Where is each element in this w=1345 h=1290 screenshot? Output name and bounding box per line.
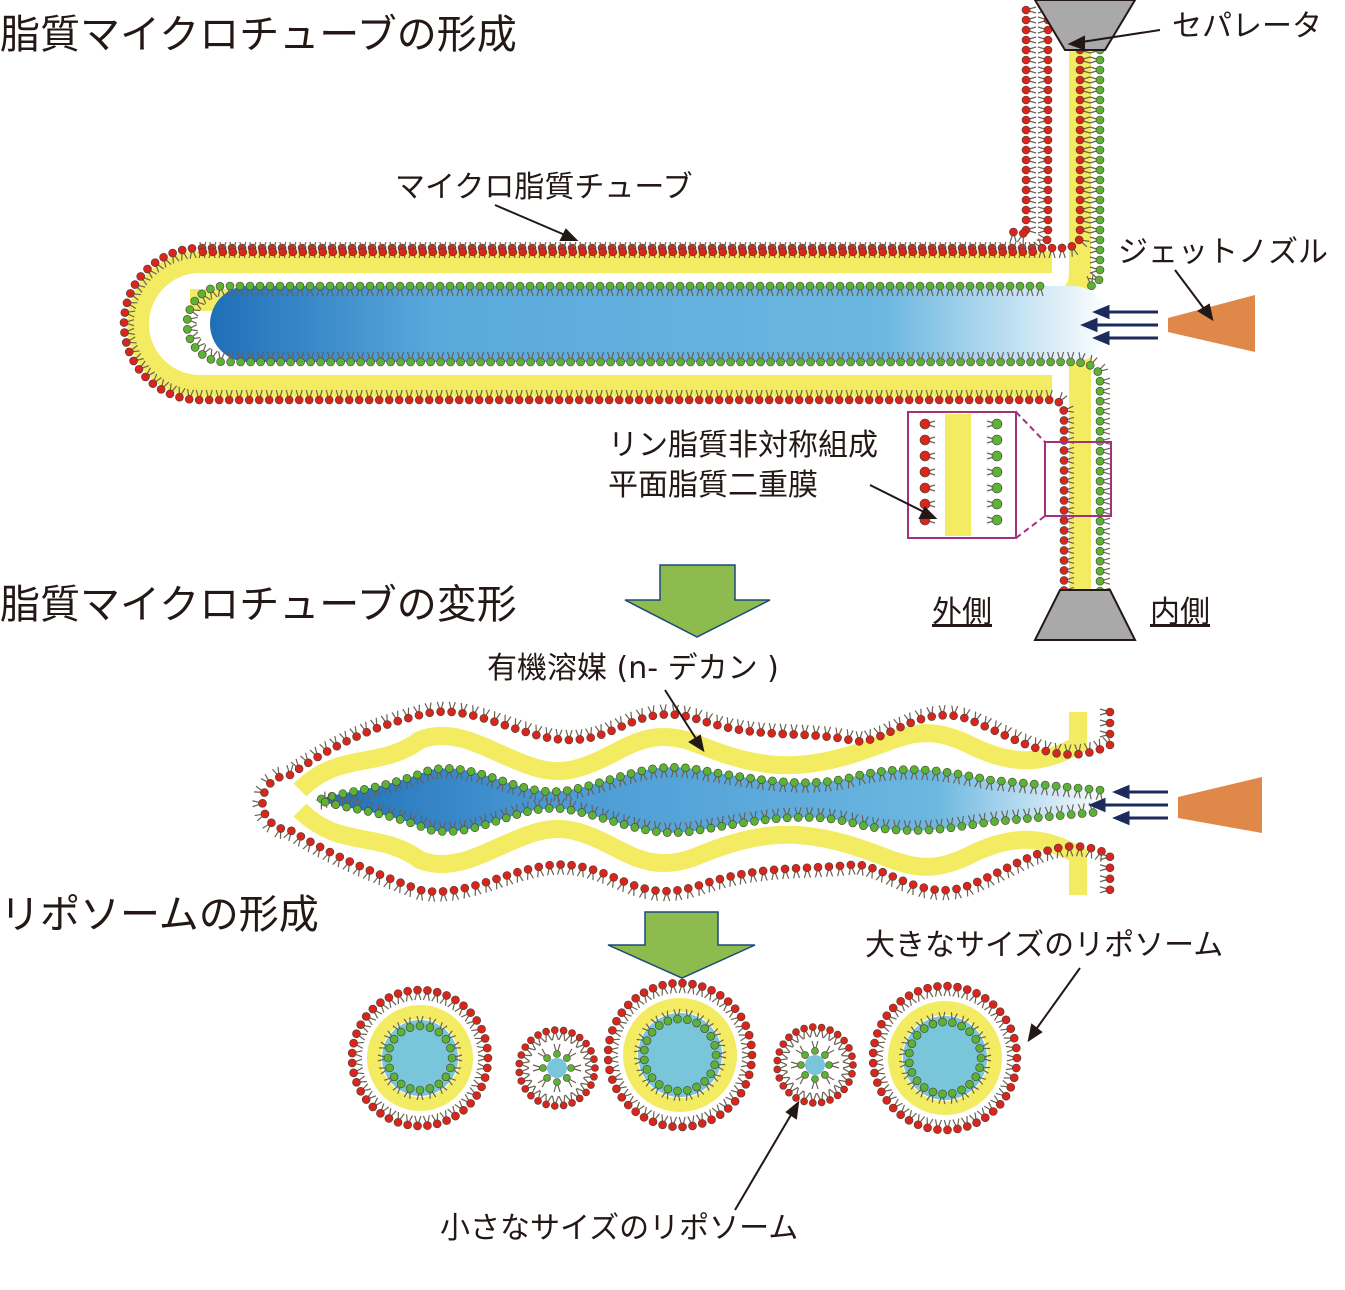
title-formation: 脂質マイクロチューブの形成 <box>0 12 517 58</box>
label-separator: セパレータ <box>1172 9 1322 44</box>
green-down-arrow-2 <box>607 911 756 979</box>
label-micro-tube: マイクロ脂質チューブ <box>395 170 693 205</box>
label-solvent: 有機溶媒 (n- デカン ) <box>487 651 779 686</box>
label-outside: 外側 <box>932 595 992 630</box>
solvent-pointer <box>664 689 705 753</box>
liposome-row <box>347 978 1022 1135</box>
title-liposome: リポソームの形成 <box>0 892 319 938</box>
flow-arrows-icon-2 <box>1088 784 1168 826</box>
label-jet-nozzle: ジェットノズル <box>1118 235 1328 270</box>
water-channel <box>210 286 1110 362</box>
bilayer-inset <box>907 411 1112 539</box>
green-down-arrow-1 <box>624 564 771 638</box>
deformed-core-lower <box>293 803 1087 895</box>
label-bilayer-2: 平面脂質二重膜 <box>608 468 818 503</box>
label-large-liposome: 大きなサイズのリポソーム <box>865 928 1223 963</box>
label-small-liposome: 小さなサイズのリポソーム <box>440 1211 798 1246</box>
tube-core-loop <box>127 251 1052 397</box>
deformed-lipid-rows <box>252 701 1115 902</box>
flow-arrows-icon <box>1080 304 1158 346</box>
tube-lipid-rows <box>119 5 1111 626</box>
tube-deformation <box>252 701 1115 902</box>
title-deformation: 脂質マイクロチューブの変形 <box>0 582 517 628</box>
label-inside: 内側 <box>1150 595 1210 630</box>
jet-nozzle-icon-2 <box>1178 777 1262 833</box>
separator-bottom <box>1033 589 1137 641</box>
jet-nozzle-icon <box>1168 295 1255 352</box>
liposome-pointers <box>734 967 1081 1211</box>
pointer-arrows <box>494 29 1214 519</box>
label-bilayer-1: リン脂質非対称組成 <box>608 428 878 463</box>
deformed-water <box>315 767 1110 833</box>
tube-formation <box>119 5 1111 626</box>
